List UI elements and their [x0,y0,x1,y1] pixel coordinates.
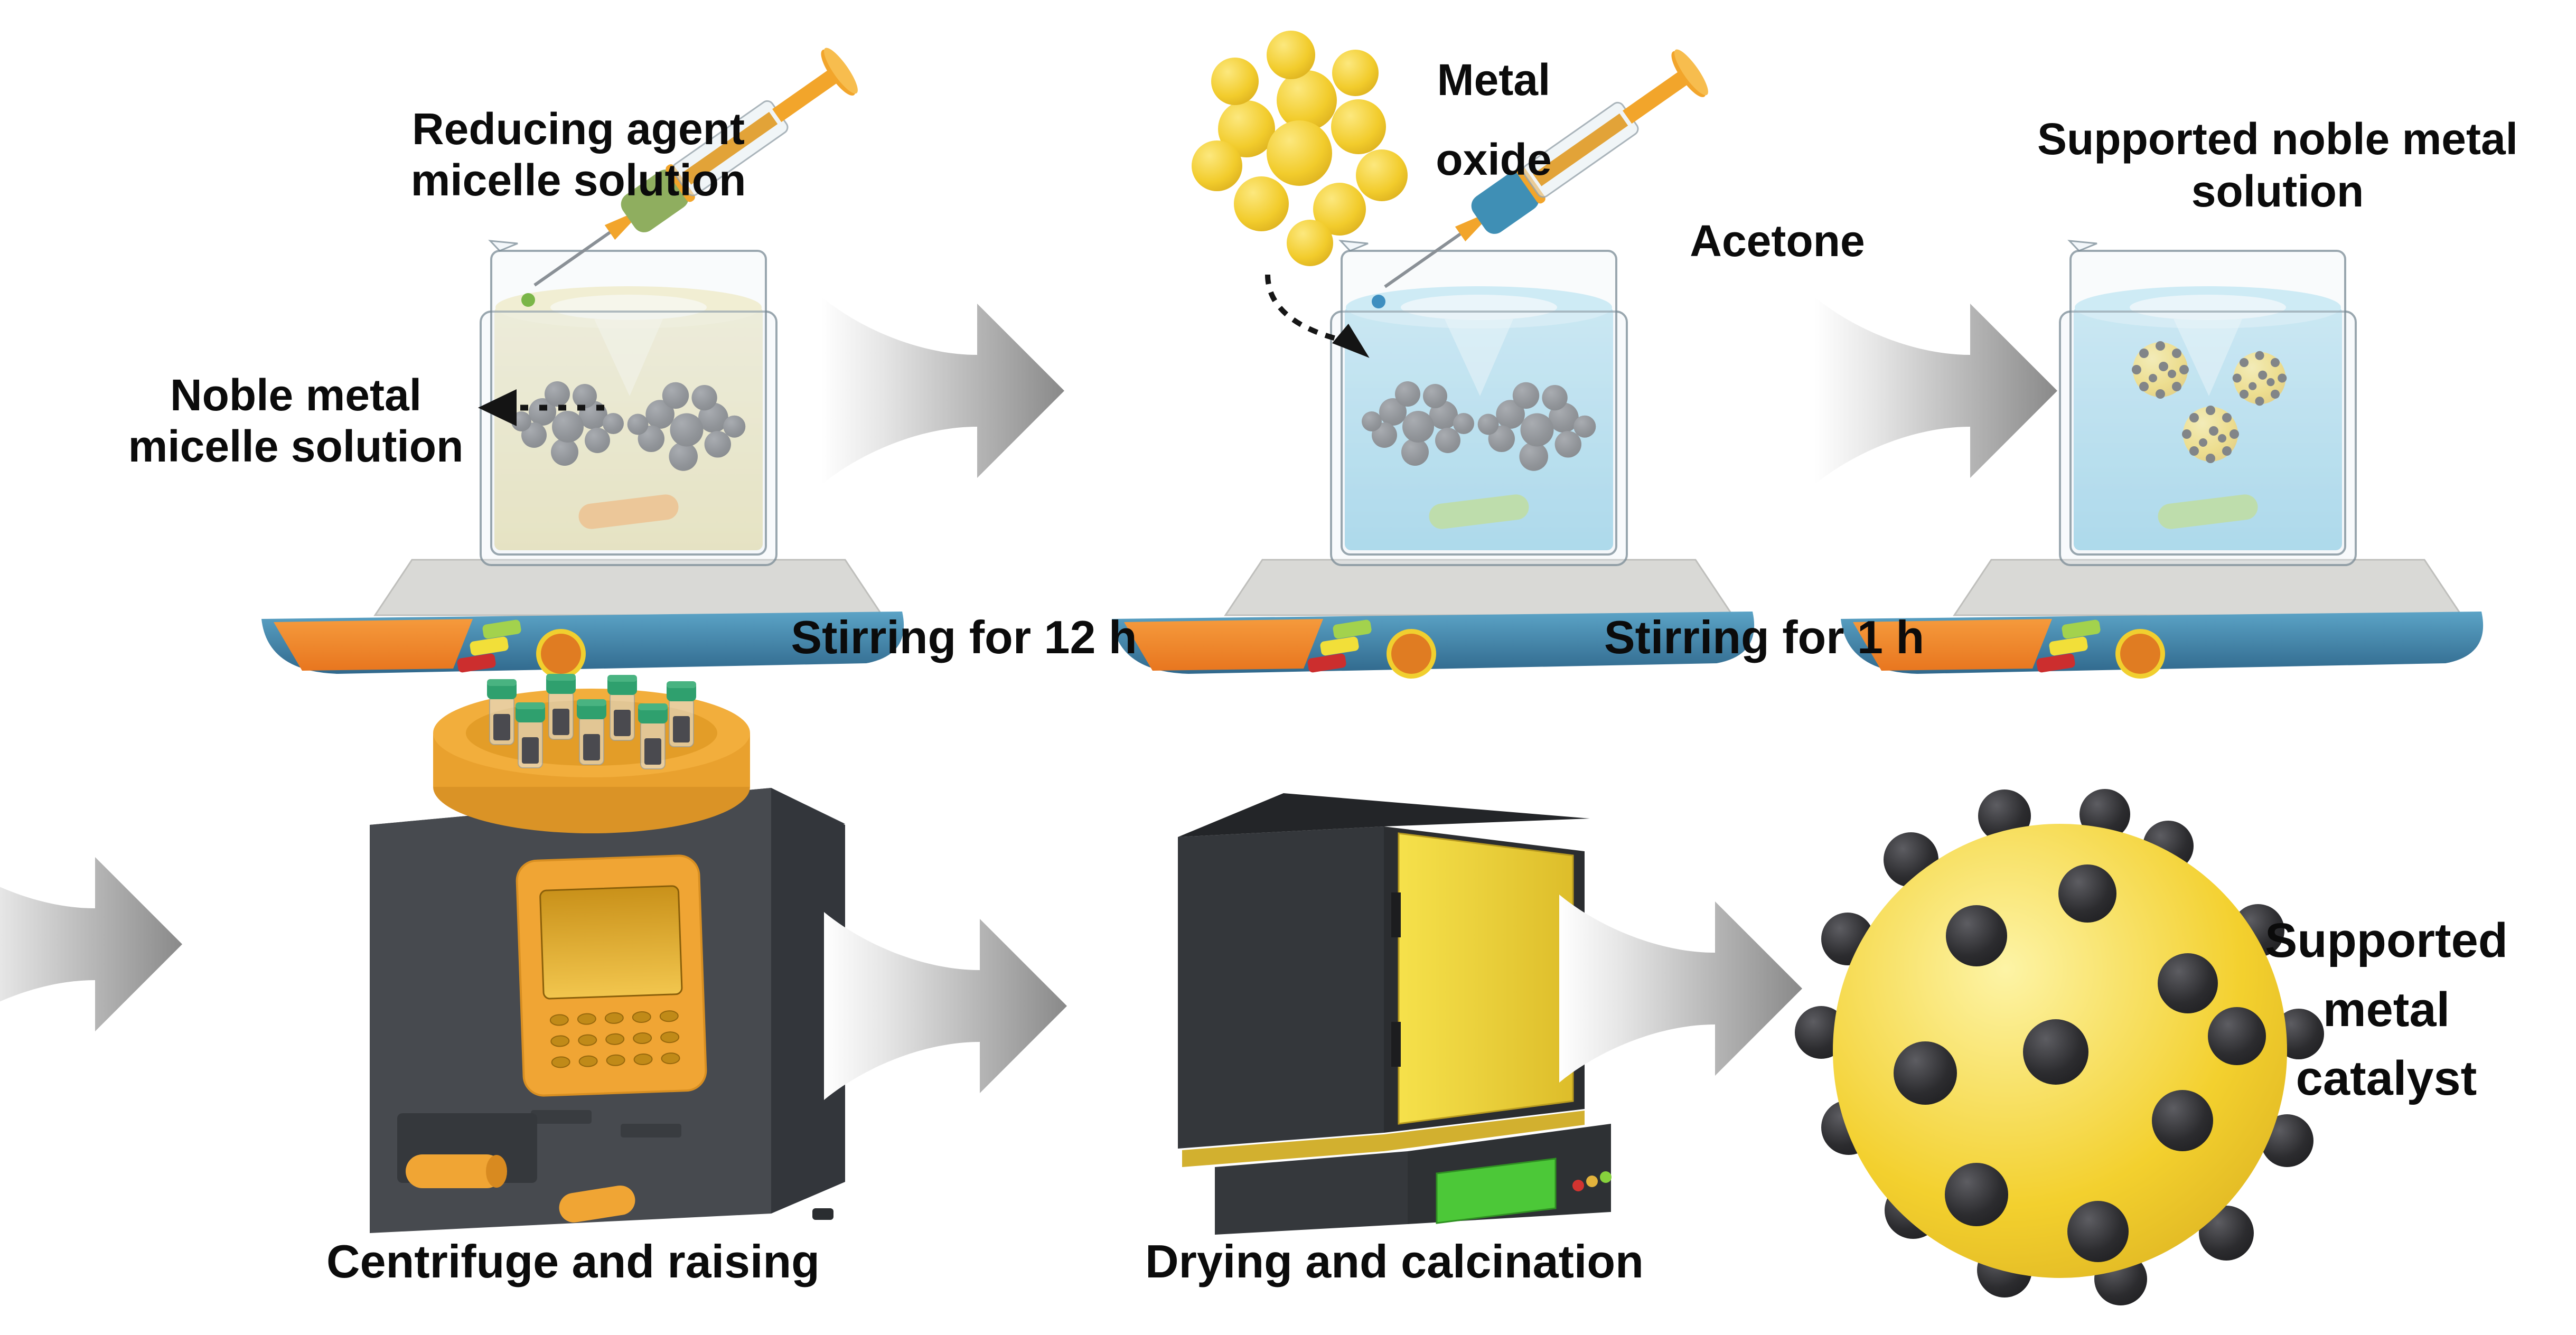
label-line: solution [2191,166,2364,217]
supported-solution-label: Supported noble metal solution [1961,113,2576,218]
label-line: micelle solution [410,155,746,205]
label-line: Metal [1437,55,1551,105]
label-line: Supported noble metal [2037,114,2518,164]
catalyst-label: Supported metal catalyst [2180,906,2576,1113]
beaker-glass-3 [2059,240,2357,566]
keypad [549,1010,680,1068]
reducing-agent-label: Reducing agent micelle solution [341,104,816,206]
centrifuge [370,673,845,1233]
label-line: catalyst [2296,1051,2477,1106]
label-line: metal [2322,982,2450,1037]
door-hinge-icon [1391,1022,1401,1067]
stirring-1h-caption: Stirring for 1 h [1604,611,1925,663]
station-1-stirrer [260,43,905,680]
label-line: Supported [2265,914,2508,967]
led-red-icon [1572,1180,1584,1191]
metal-oxide-label: Metal oxide [1362,40,1626,200]
door-hinge-icon [1391,892,1401,937]
muffle-furnace [1178,793,1612,1235]
noble-metal-label: Noble metal micelle solution [58,370,533,473]
label-line: Reducing agent [411,104,745,154]
label-line: oxide [1436,135,1552,185]
centrifuge-handle [406,1154,503,1188]
acetone-label: Acetone [1690,216,1865,266]
centrifuge-display [516,854,707,1097]
supported-metal-catalyst-sphere [1795,789,2324,1305]
metal-oxide-cluster-icon [1192,31,1408,266]
centrifuge-caption: Centrifuge and raising [326,1235,820,1287]
drying-caption: Drying and calcination [1145,1235,1644,1287]
surface-nanoparticles [1894,864,2266,1262]
stirring-12h-caption: Stirring for 12 h [791,611,1137,663]
station-2-stirrer [1111,31,1755,680]
beaker-glass-2 [1330,240,1628,566]
blue-droplet-icon [1372,295,1385,308]
furnace-gasket [1182,1111,1585,1167]
furnace-door [1398,832,1574,1125]
metal-oxide-drop-arrow-icon [1265,274,1370,358]
centrifuge-handle [559,1185,635,1223]
led-amber-icon [1586,1176,1598,1187]
label-line: Noble metal [170,370,422,420]
furnace-screen [1436,1158,1557,1224]
station-3-stirrer [1840,240,2484,680]
label-line: micelle solution [128,421,464,472]
green-droplet-icon [521,293,535,307]
noble-metal-pointer-arrow-icon [478,389,613,426]
led-green-icon [1600,1171,1612,1183]
